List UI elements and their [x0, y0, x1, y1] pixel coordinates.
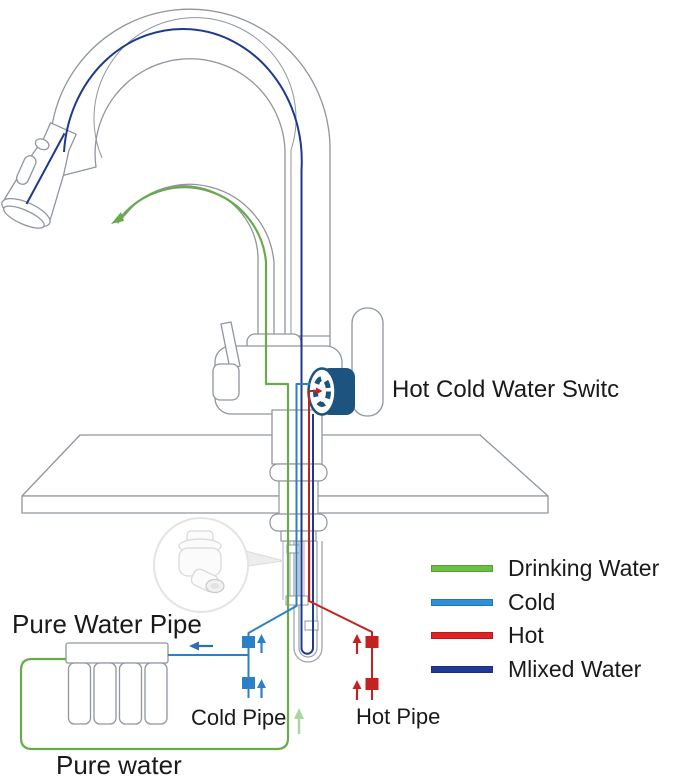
pull-down-spray-head [1, 122, 77, 229]
mixed-water-swatch [431, 665, 493, 673]
hot-valve [365, 636, 379, 648]
filter-cartridge [118, 662, 143, 725]
mounting-hardware [269, 463, 328, 542]
cold-pipe-assembly [168, 383, 310, 698]
cold-swatch [431, 598, 493, 606]
gooseneck-spout [49, 8, 331, 351]
mixed-water-line [63, 27, 314, 655]
filter-head [65, 642, 169, 664]
quick-connect-fitting [178, 530, 225, 594]
spray-head-slot [15, 155, 37, 185]
hot-flow-arrows [352, 634, 362, 700]
legend-label: Drinking Water [508, 555, 660, 582]
legend: Drinking Water Cold Hot Mlixed Water [431, 552, 659, 686]
hot-inlet-arrow [316, 387, 323, 395]
filter-cartridge [144, 662, 168, 725]
drinking-water-spout [117, 183, 275, 351]
legend-row-hot: Hot [431, 619, 659, 653]
hose-clip [304, 620, 319, 631]
hot-supply-line [308, 390, 373, 700]
mounting-shank [278, 480, 319, 515]
switch-label: Hot Cold Water Switc [392, 376, 620, 403]
filter-cartridge [67, 662, 92, 725]
drinking-water-swatch [431, 565, 493, 573]
cold-pipe-label: Cold Pipe [191, 705, 287, 730]
pull-down-hose [293, 541, 323, 663]
cold-valve [242, 636, 255, 648]
pure-water-label: Pure water [56, 750, 182, 780]
legend-label: Hot [508, 622, 544, 649]
drinking-water-line [19, 186, 290, 751]
mounting-nut-lower [269, 513, 328, 532]
legend-row-cold: Cold [431, 586, 659, 620]
legend-row-mixed-water: Mlixed Water [431, 653, 659, 687]
legend-row-drinking-water: Drinking Water [431, 552, 659, 586]
filter-cartridge [93, 662, 117, 725]
left-handle-base [212, 363, 240, 401]
spout-tip-arrow [111, 212, 124, 224]
hot-valve [365, 678, 379, 690]
hot-swatch [431, 632, 493, 640]
pure-water-pipe-label: Pure Water Pipe [12, 609, 202, 639]
cold-flow-arrows [189, 634, 266, 698]
mounting-nut-upper [269, 463, 328, 482]
gooseneck-inner-detail [93, 17, 297, 345]
quick-connect-fitting-callout [153, 517, 285, 613]
right-lever-handle [351, 307, 384, 417]
cold-valve [242, 677, 255, 689]
shank-stub [280, 530, 317, 542]
hot-pipe-assembly [308, 387, 379, 700]
spray-head-button [34, 138, 50, 151]
hot-pipe-label: Hot Pipe [356, 704, 441, 729]
filter-unit [65, 642, 169, 725]
spray-head-mixed-line [25, 132, 66, 205]
legend-label: Cold [508, 588, 556, 615]
legend-label: Mlixed Water [508, 655, 642, 682]
pure-water-flow-arrow [294, 708, 304, 734]
left-handle-rod [220, 321, 241, 370]
